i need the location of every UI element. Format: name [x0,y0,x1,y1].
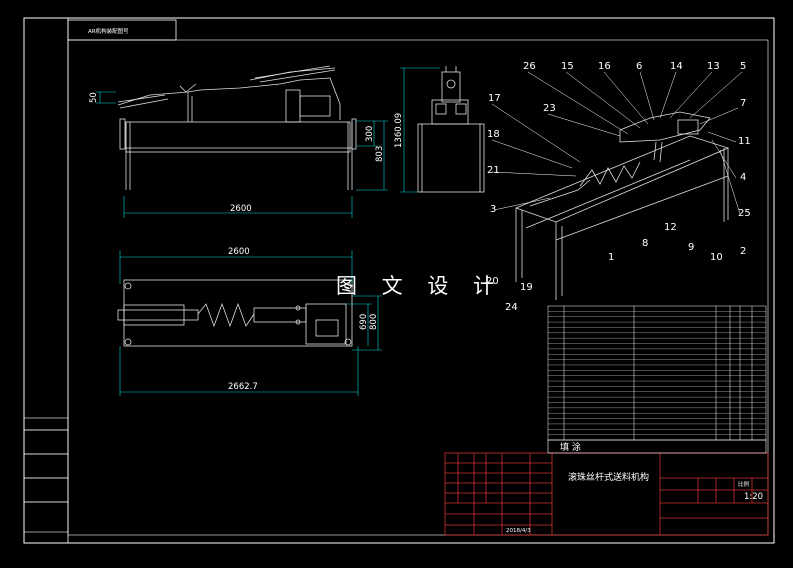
drawing-date: 2018/4/3 [506,528,531,534]
part-number-18: 18 [487,129,500,140]
part-number-23: 23 [543,103,556,114]
title-block [444,452,769,536]
dim-front-length: 2600 [230,204,252,214]
plan-view [117,279,353,347]
part-number-16: 16 [598,61,611,72]
dim-plan-length: 2600 [228,247,250,257]
part-number-25: 25 [738,208,751,219]
part-number-15: 15 [561,61,574,72]
dim-height-left: 50 [89,92,99,103]
top-left-box-text: AR机构装配图号 [88,27,129,35]
part-number-2: 2 [740,246,746,257]
front-view [117,65,357,190]
front-view-dims [96,91,388,218]
drawing-title: 滚珠丝杆式送料机构 [568,471,649,483]
scale-label: 比例 [738,480,750,488]
part-leaders [491,71,743,215]
inner-frame [67,39,769,536]
material-cell-text: 填 涂 [560,441,581,453]
part-number-26: 26 [523,61,536,72]
part-numbers: 26 15 16 6 14 13 5 17 23 7 18 11 21 4 3 … [486,61,751,313]
part-number-13: 13 [707,61,720,72]
part-number-1: 1 [608,252,614,263]
parts-list-table [547,305,767,441]
watermark: 图 文 设 计 [336,274,504,298]
part-number-9: 9 [688,242,694,253]
side-view-dims [400,67,440,193]
part-number-17: 17 [488,93,501,104]
part-number-20: 20 [486,276,499,287]
plan-view-dims [119,250,382,396]
part-number-7: 7 [740,98,746,109]
part-number-12: 12 [664,222,677,233]
parts-list-rows [548,311,766,435]
part-number-24: 24 [505,302,518,313]
dim-plan-width-b: 800 [369,314,379,330]
part-number-11: 11 [738,136,751,147]
part-number-4: 4 [740,172,746,183]
dim-height-a: 300 [365,126,375,142]
part-number-6: 6 [636,61,642,72]
part-number-10: 10 [710,252,723,263]
part-number-14: 14 [670,61,683,72]
left-info-column [23,417,69,533]
part-number-19: 19 [520,282,533,293]
scale-value: 1:20 [744,492,763,502]
dim-overall-length: 2662.7 [228,382,258,392]
part-number-3: 3 [490,204,496,215]
dim-plan-width-a: 690 [359,314,369,330]
part-number-8: 8 [642,238,648,249]
dim-height-b: 803 [375,146,385,162]
part-number-5: 5 [740,61,746,72]
part-number-21: 21 [487,165,500,176]
material-cell [547,439,767,454]
isometric-view [515,111,730,300]
dim-side-height: 1360.09 [394,113,404,148]
top-left-box [67,19,177,41]
side-view [417,66,485,193]
